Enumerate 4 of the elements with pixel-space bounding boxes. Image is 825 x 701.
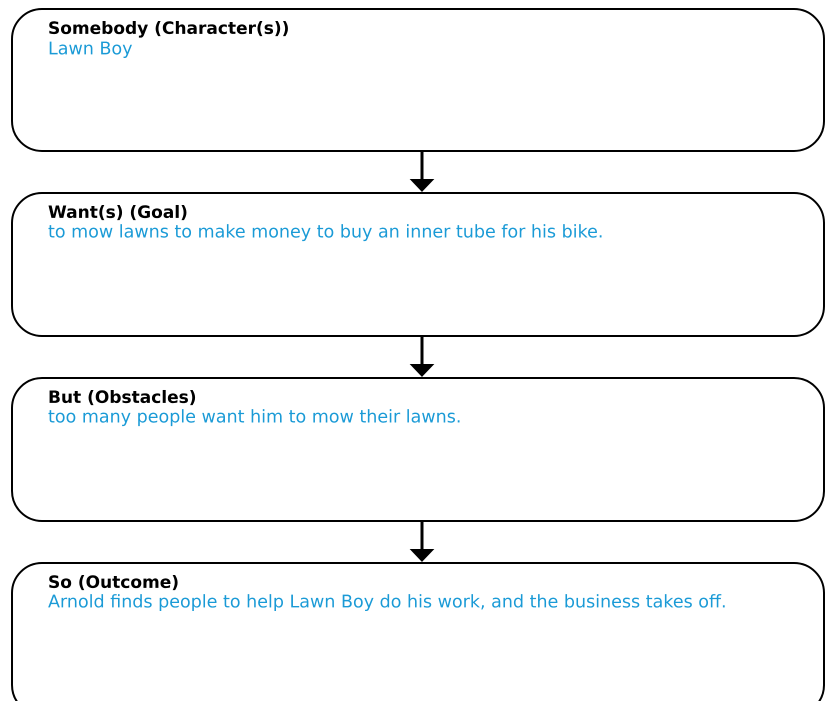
text-box: But (Obstacles) too many people want him to mow their lawns. (11, 376, 825, 522)
text-box: So (Outcome) Arnold finds people to help Lawn Boy do his work, and the business takes off. (11, 562, 825, 701)
text-box: Want(s) (Goal) to mow lawns to make money to buy an inner tube for his bike. (11, 192, 825, 337)
text-box: Somebody (Character(s)) Lawn Boy (11, 8, 825, 152)
